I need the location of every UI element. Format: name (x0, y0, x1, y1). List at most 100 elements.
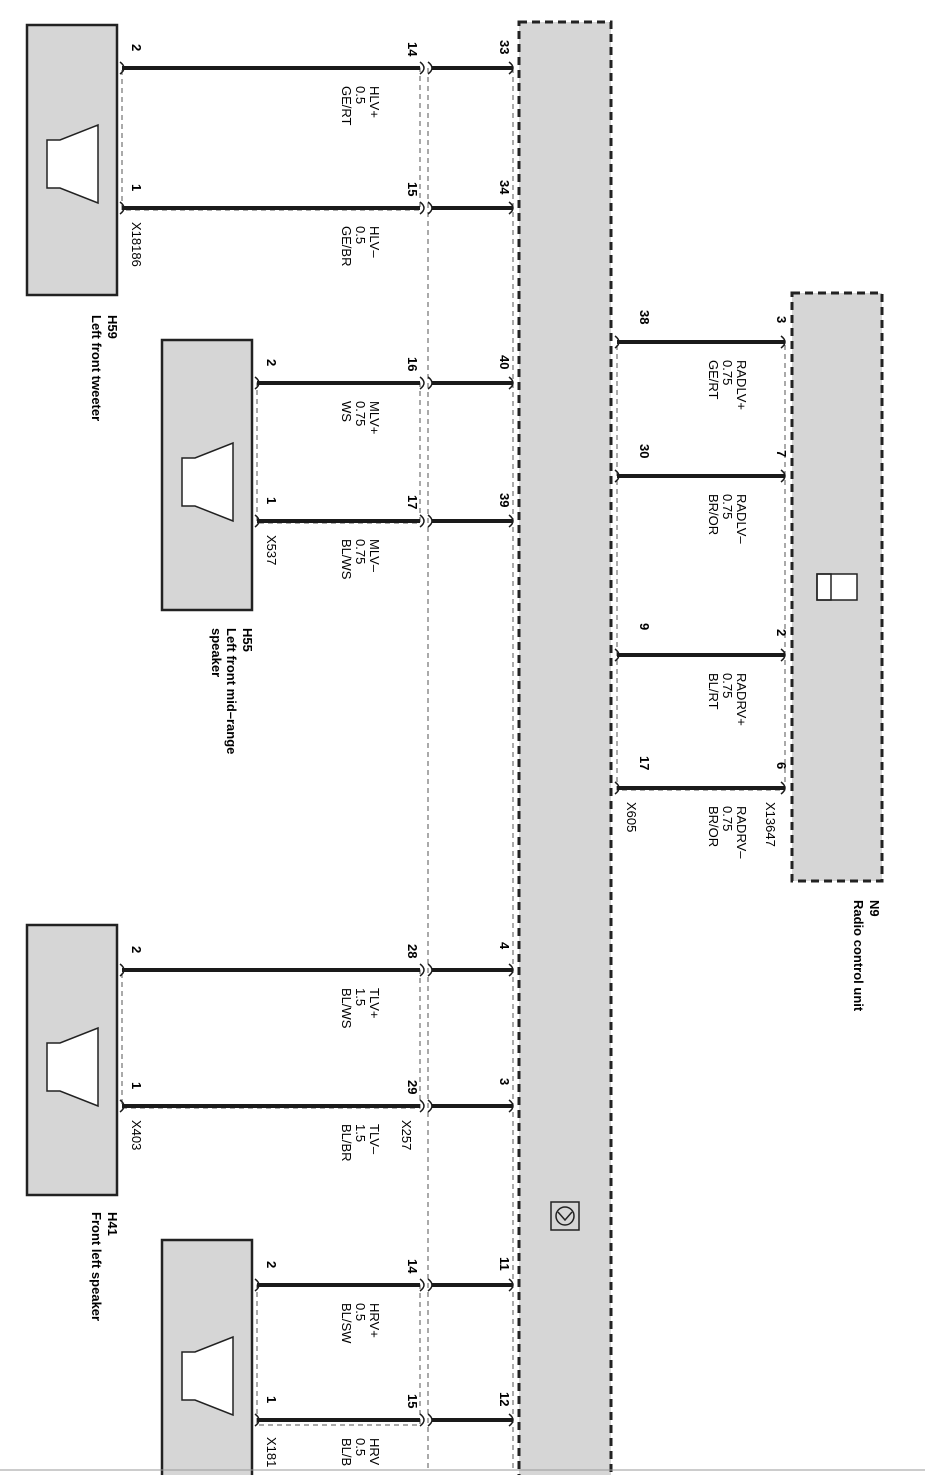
pin-terminal (254, 376, 260, 390)
connector-label: X403 (129, 1120, 144, 1150)
pin-terminal (614, 469, 620, 483)
pin-conn: 14 (405, 1259, 420, 1274)
pin-amp: 40 (497, 355, 512, 369)
wire-color: BL/WS (339, 539, 354, 580)
wire-signal-group: HRV+ (367, 1303, 382, 1338)
wire-gauge-group: 0.75 (720, 494, 735, 519)
pin-terminal (614, 648, 620, 662)
wire-gauge-group: 0.75 (353, 539, 368, 564)
wire-gauge-group: 0.5 (353, 226, 368, 244)
pin-amp: 17 (637, 756, 652, 770)
pin-speaker-group: 1 (129, 184, 144, 191)
wire-color-group: BL/B (339, 1438, 354, 1466)
pin-terminal (419, 514, 425, 528)
pin-speaker-group: 2 (264, 359, 279, 366)
wire-gauge-group: 0.75 (353, 401, 368, 426)
wire-color-group: BL/WS (339, 988, 354, 1029)
pin-amp: 3 (497, 1078, 512, 1085)
wire-gauge: 1.5 (353, 988, 368, 1006)
pin-amp-group: 33 (497, 40, 512, 54)
pin-terminal (427, 1413, 433, 1427)
pin-terminal (427, 963, 433, 977)
pin-amp: 9 (637, 623, 652, 630)
wire-gauge-group: 0.75 (720, 673, 735, 698)
pin-terminal (419, 963, 425, 977)
pin-terminal (780, 781, 786, 795)
wire-signal: RADRV– (734, 806, 749, 859)
pin-speaker: 2 (129, 44, 144, 51)
pin-amp-group: 38 (637, 310, 652, 324)
radio-name: Radio control unit (851, 900, 866, 1012)
speaker-icon (46, 123, 99, 205)
wire-color: BL/B (339, 1438, 354, 1466)
pin-speaker: 1 (264, 497, 279, 504)
pin-conn-group: 14 (405, 1259, 420, 1274)
wire-signal-group: RADLV– (734, 494, 749, 544)
wire-signal: RADLV+ (734, 360, 749, 410)
pin-terminal (419, 61, 425, 75)
wire-color-group: BL/SW (339, 1303, 354, 1344)
wire-color: WS (339, 401, 354, 422)
wire-signal-group: HLV+ (367, 86, 382, 118)
radio-icon (816, 573, 858, 601)
wire-gauge: 0.75 (353, 539, 368, 564)
pin-terminal (419, 1413, 425, 1427)
pin-speaker: 2 (264, 359, 279, 366)
pin-conn: 16 (405, 357, 420, 371)
pin-conn-group: 15 (405, 182, 420, 196)
front-id: H41 (105, 1212, 120, 1236)
wire-color: GE/BR (339, 226, 354, 266)
pin-terminal (508, 1099, 514, 1113)
pin-terminal (419, 376, 425, 390)
wire-signal-group: RADRV+ (734, 673, 749, 726)
pin-speaker-group: 2 (264, 1261, 279, 1268)
pin-speaker: 1 (129, 184, 144, 191)
pin-radio: 2 (774, 629, 789, 636)
wire-gauge-group: 0.5 (353, 1438, 368, 1456)
wire-gauge-group: 1.5 (353, 1124, 368, 1142)
pin-amp: 30 (637, 444, 652, 458)
wire-signal: MLV+ (367, 401, 382, 434)
wire-signal: TLV+ (367, 988, 382, 1018)
wire-color: GE/RT (339, 86, 354, 126)
pin-terminal (419, 1278, 425, 1292)
pin-terminal (427, 61, 433, 75)
pin-terminal (119, 61, 125, 75)
wire-color-group: BR/OR (706, 806, 721, 847)
wire-signal: RADLV– (734, 494, 749, 544)
pin-terminal (508, 201, 514, 215)
speaker-icon (181, 1335, 234, 1417)
pin-terminal (508, 61, 514, 75)
wire-signal-group: TLV– (367, 1124, 382, 1155)
pin-terminal (427, 1278, 433, 1292)
connector-label: X605 (624, 802, 639, 832)
pin-amp: 39 (497, 493, 512, 507)
pin-conn-group: 15 (405, 1394, 420, 1408)
wire-gauge: 0.5 (353, 1438, 368, 1456)
wire-gauge: 0.75 (720, 806, 735, 831)
speaker-box-tweeter (25, 23, 119, 297)
pin-terminal (508, 963, 514, 977)
pin-terminal (254, 1413, 260, 1427)
pin-terminal (427, 376, 433, 390)
wire-signal-group: HRV (367, 1438, 382, 1466)
wire-gauge: 0.5 (353, 1303, 368, 1321)
connector-label: X537 (264, 535, 279, 565)
front-name: Front left speaker (89, 1212, 104, 1321)
pin-conn-group: 17 (405, 495, 420, 509)
wire-gauge-group: 0.75 (720, 806, 735, 831)
pin-radio: 7 (774, 450, 789, 457)
wire-color-group: GE/BR (339, 226, 354, 266)
wire-signal-group: MLV+ (367, 401, 382, 434)
wire-color: BL/SW (339, 1303, 354, 1344)
wire-color-group: BL/WS (339, 539, 354, 580)
wire-color: BL/RT (706, 673, 721, 710)
pin-radio-group: 6 (774, 762, 789, 769)
connector-label: X13647 (763, 802, 778, 847)
pin-amp: 11 (497, 1257, 512, 1271)
pin-conn: 28 (405, 944, 420, 958)
wire-color: BR/OR (706, 494, 721, 535)
pin-amp-group: 4 (497, 942, 512, 950)
pin-radio-group: 7 (774, 450, 789, 457)
